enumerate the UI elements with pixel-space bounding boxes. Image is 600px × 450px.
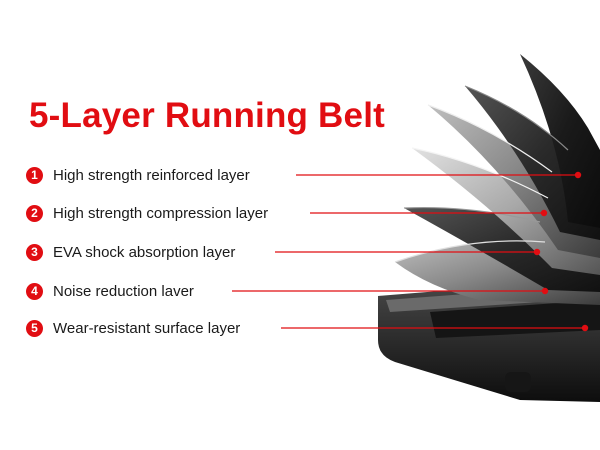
leader-dot-2	[540, 209, 548, 217]
layer-label: High strength compression layer	[53, 204, 269, 222]
layer-item-2: 2 High strength compression layer	[26, 203, 268, 223]
leader-lines	[232, 174, 583, 329]
layer-label: EVA shock absorption layer	[53, 243, 236, 261]
layer-item-5: 5 Wear-resistant surface layer	[26, 318, 240, 338]
page-title: 5-Layer Running Belt	[29, 96, 385, 135]
layer-item-1: 1 High strength reinforced layer	[26, 165, 250, 185]
number-badge: 1	[26, 166, 43, 184]
layer-item-3: 3 EVA shock absorption layer	[26, 242, 235, 262]
number-badge: 4	[26, 282, 43, 300]
leader-dot-1	[574, 171, 582, 179]
number-badge: 5	[26, 319, 43, 337]
leader-dots	[533, 171, 589, 332]
layer-label: Noise reduction laver	[53, 282, 194, 300]
number-badge: 2	[26, 204, 43, 222]
layer-label: High strength reinforced layer	[53, 166, 250, 184]
leader-dot-3	[533, 248, 541, 256]
treadmill-foot	[505, 372, 531, 392]
number-badge: 3	[26, 243, 43, 261]
leader-dot-4	[541, 287, 549, 295]
eva-shock-absorption-flap	[412, 148, 600, 275]
layer-item-4: 4 Noise reduction laver	[26, 281, 194, 301]
leader-dot-5	[581, 324, 589, 332]
layer-label: Wear-resistant surface layer	[53, 319, 241, 337]
